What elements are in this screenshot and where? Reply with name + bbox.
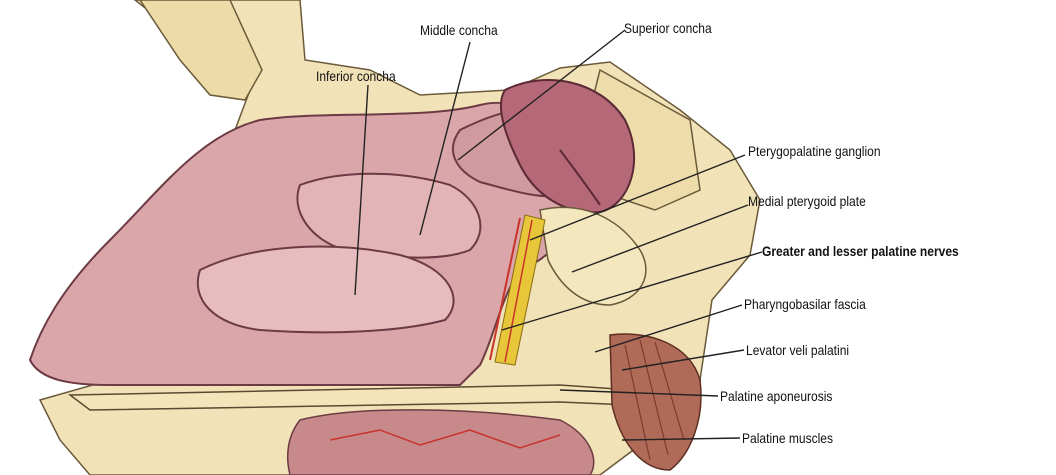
label-middle-concha: Middle concha [420, 22, 498, 38]
label-greater-lesser-palatine-nerves: Greater and lesser palatine nerves [762, 243, 959, 259]
label-pharyngobasilar-fascia: Pharyngobasilar fascia [744, 296, 866, 312]
label-palatine-aponeurosis: Palatine aponeurosis [720, 388, 832, 404]
label-pterygopalatine-ganglion: Pterygopalatine ganglion [748, 143, 881, 159]
label-palatine-muscles: Palatine muscles [742, 430, 833, 446]
label-medial-pterygoid-plate: Medial pterygoid plate [748, 193, 866, 209]
inferior-concha-shape [198, 247, 454, 333]
label-inferior-concha: Inferior concha [316, 68, 396, 84]
label-levator-veli-palatini: Levator veli palatini [746, 342, 849, 358]
palatine-muscles-region [288, 410, 594, 475]
label-superior-concha: Superior concha [624, 20, 712, 36]
